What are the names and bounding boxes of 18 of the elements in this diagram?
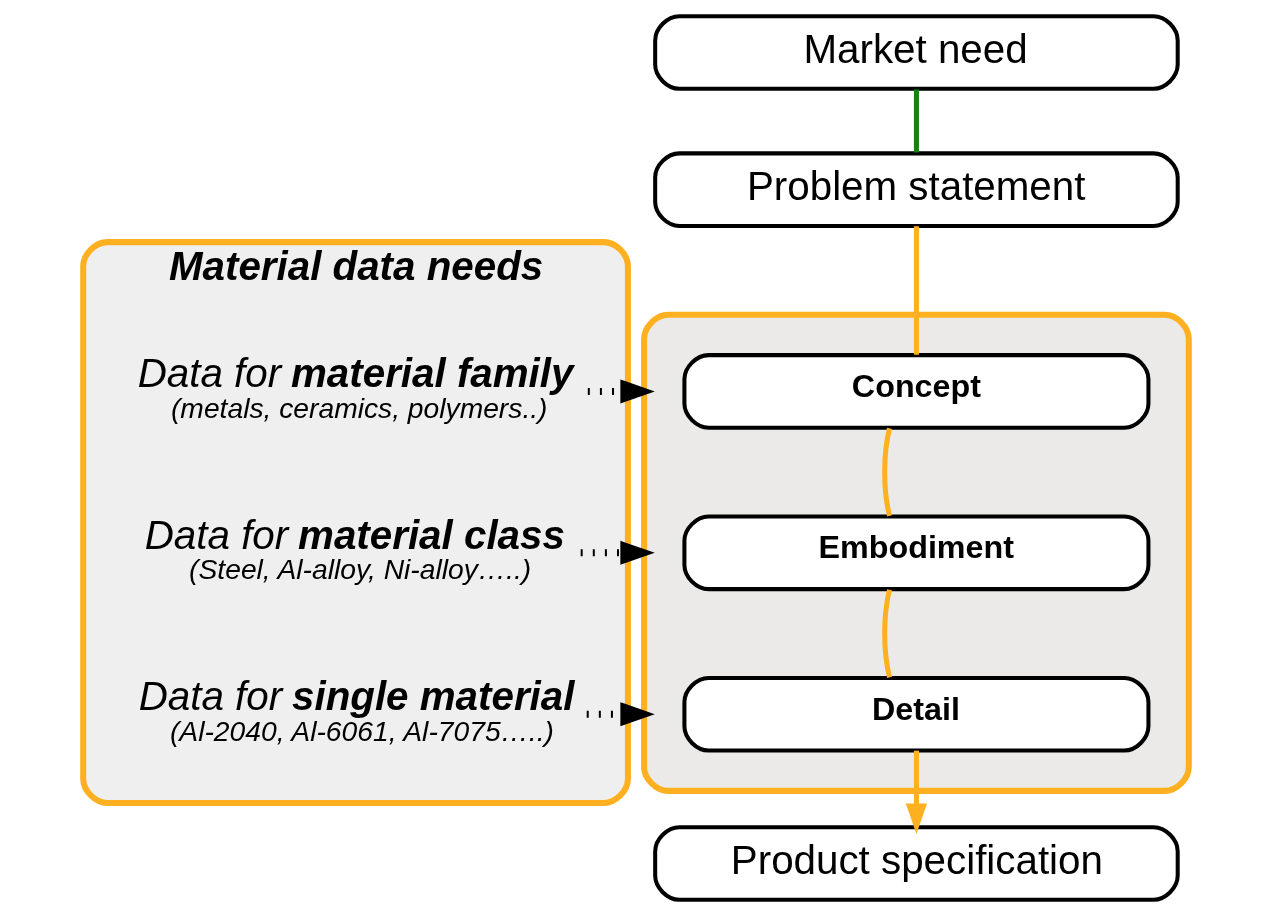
node-box: Market need xyxy=(652,14,1180,91)
node-box: Product specification xyxy=(652,825,1180,902)
connector xyxy=(881,427,892,517)
connector xyxy=(881,589,892,678)
node-box: Detail xyxy=(681,675,1150,753)
node-box: Concept xyxy=(681,353,1150,430)
node-box: Problem statement xyxy=(652,151,1180,228)
node-text: Data for material family (metals, ceramics, polymers..) xyxy=(137,350,573,425)
node-text: Data for material class (Steel, Al-alloy, Ni-alloy…..) xyxy=(144,511,565,586)
node-box: Embodiment xyxy=(681,514,1150,592)
connector xyxy=(913,89,919,153)
connector xyxy=(913,226,919,355)
node-text: Data for single material (Al-2040, Al-6061, Al-7075…..) xyxy=(138,673,574,747)
cluster xyxy=(640,311,1192,794)
arrow xyxy=(586,702,655,727)
arrow xyxy=(587,379,655,404)
arrow xyxy=(905,750,927,834)
arrow xyxy=(580,540,655,565)
